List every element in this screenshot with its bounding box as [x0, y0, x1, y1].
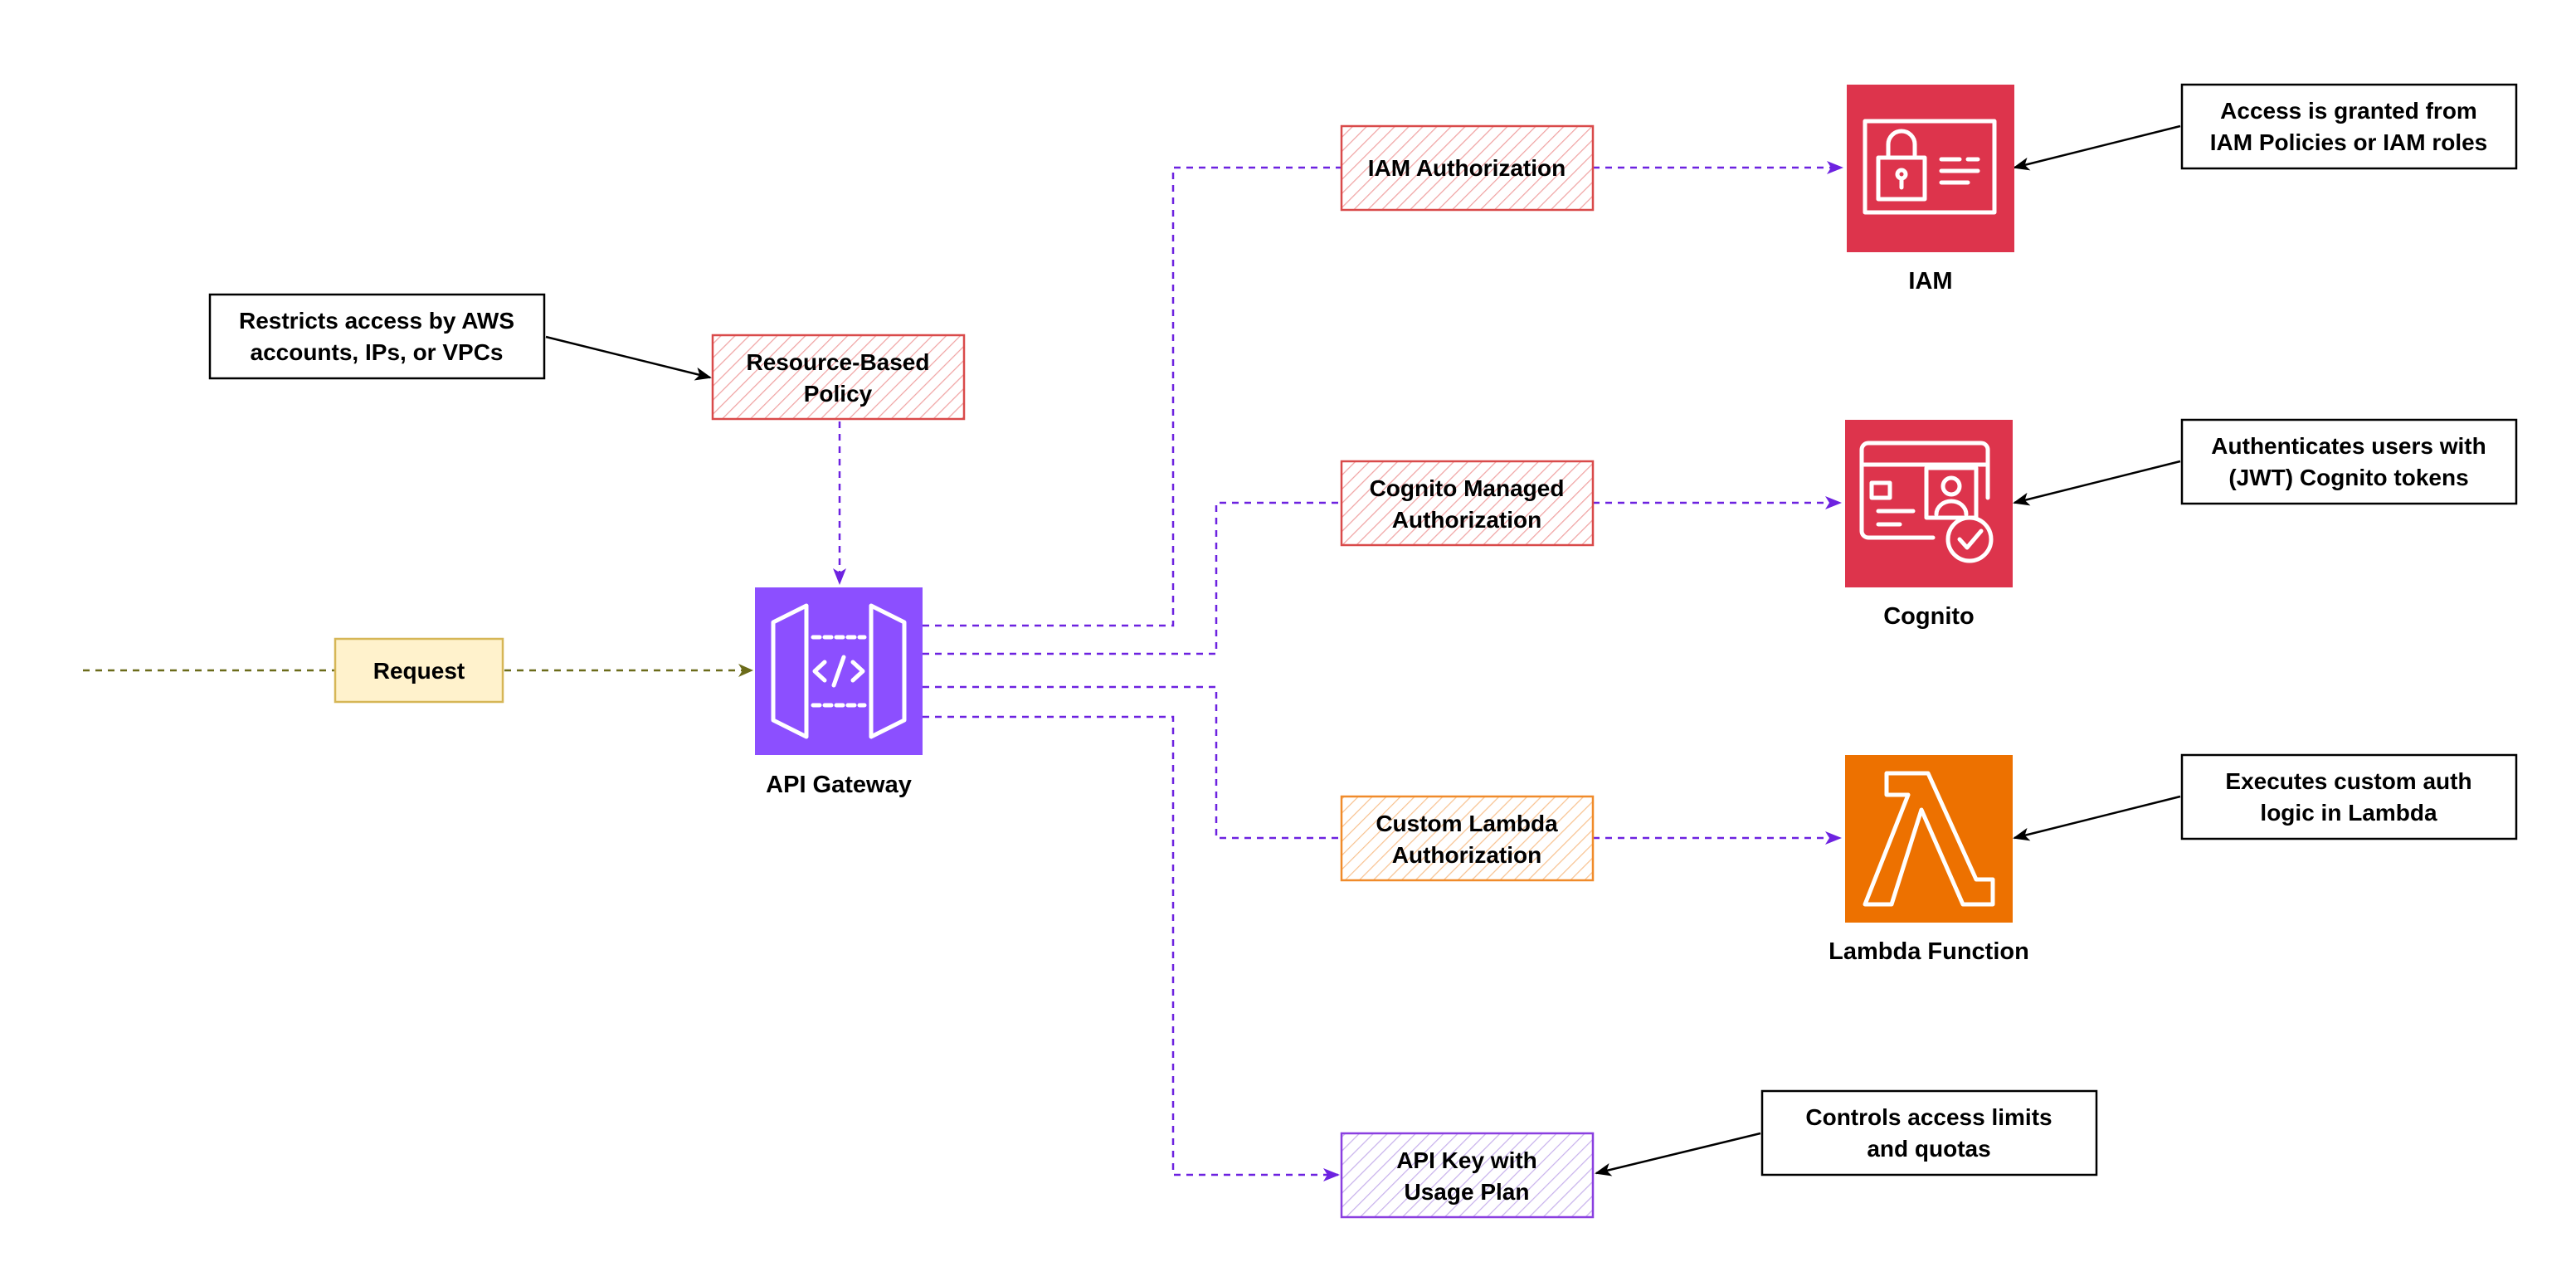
svg-text:Authenticates users with: Authenticates users with [2211, 433, 2486, 459]
note-cognito-arrow [2013, 460, 2181, 506]
gateway-to-cognito-auth-line [923, 501, 1342, 655]
svg-text:Usage Plan: Usage Plan [1405, 1179, 1530, 1205]
lambda-authorization-node[interactable]: Custom Lambda Authorization [1340, 795, 1595, 882]
svg-text:accounts, IPs, or VPCs: accounts, IPs, or VPCs [251, 339, 504, 365]
svg-text:Custom Lambda: Custom Lambda [1376, 811, 1558, 836]
note-cognito: Authenticates users with (JWT) Cognito t… [2180, 418, 2518, 505]
gateway-to-iam-auth-line [923, 166, 1342, 627]
note-iam-arrow [2013, 124, 2181, 171]
note-iam: Access is granted from IAM Policies or I… [2180, 83, 2518, 170]
svg-text:API Key with: API Key with [1396, 1147, 1537, 1173]
svg-text:Restricts access by AWS: Restricts access by AWS [239, 308, 514, 334]
api-key-node[interactable]: API Key with Usage Plan [1340, 1132, 1595, 1219]
resource-policy-label-2: Policy [804, 381, 873, 407]
note-resource: Restricts access by AWS accounts, IPs, o… [208, 293, 546, 380]
lambda-service-node[interactable]: Lambda Function [1829, 755, 2029, 965]
note-resource-arrow [545, 335, 712, 381]
svg-text:and quotas: and quotas [1867, 1136, 1990, 1162]
api-gateway-label: API Gateway [766, 772, 912, 798]
note-lambda-arrow [2013, 795, 2181, 841]
svg-text:IAM: IAM [1908, 268, 1952, 295]
svg-text:IAM Policies or IAM roles: IAM Policies or IAM roles [2210, 129, 2488, 155]
note-apikey: Controls access limits and quotas [1760, 1089, 2098, 1176]
iam-icon [1863, 119, 1997, 215]
api-gateway-node[interactable]: API Gateway [755, 587, 923, 798]
iam-authorization-node[interactable]: IAM Authorization [1340, 124, 1595, 212]
svg-text:Cognito: Cognito [1883, 603, 1975, 630]
svg-text:Authorization: Authorization [1392, 507, 1541, 533]
note-lambda: Executes custom auth logic in Lambda [2180, 753, 2518, 840]
resource-policy-node[interactable]: Resource-Based Policy [711, 334, 966, 421]
request-node[interactable]: Request [334, 637, 504, 704]
svg-text:Controls access limits: Controls access limits [1805, 1104, 2052, 1130]
resource-policy-label-1: Resource-Based [747, 349, 930, 375]
svg-text:Authorization: Authorization [1392, 842, 1541, 868]
api-gateway-icon [771, 603, 907, 739]
gateway-to-lambda-auth-line [923, 685, 1342, 840]
iam-service-node[interactable]: IAM [1847, 85, 2014, 295]
svg-text:logic in Lambda: logic in Lambda [2260, 800, 2437, 826]
svg-text:Lambda Function: Lambda Function [1829, 938, 2029, 965]
note-apikey-arrow [1595, 1132, 1761, 1176]
svg-text:Cognito Managed: Cognito Managed [1370, 475, 1565, 501]
connectors [83, 161, 1843, 1181]
request-label: Request [373, 658, 465, 684]
svg-text:Executes custom auth: Executes custom auth [2225, 768, 2471, 794]
note-arrows [545, 124, 2181, 1176]
cognito-service-node[interactable]: Cognito [1845, 420, 2013, 630]
lambda-icon [1863, 771, 1995, 907]
svg-text:Access is granted from: Access is granted from [2220, 98, 2477, 124]
gateway-to-apikey-line [923, 715, 1340, 1181]
svg-text:(JWT) Cognito tokens: (JWT) Cognito tokens [2228, 465, 2468, 490]
svg-text:IAM Authorization: IAM Authorization [1368, 155, 1566, 181]
cognito-icon [1859, 441, 1994, 563]
cognito-authorization-node[interactable]: Cognito Managed Authorization [1340, 460, 1595, 547]
